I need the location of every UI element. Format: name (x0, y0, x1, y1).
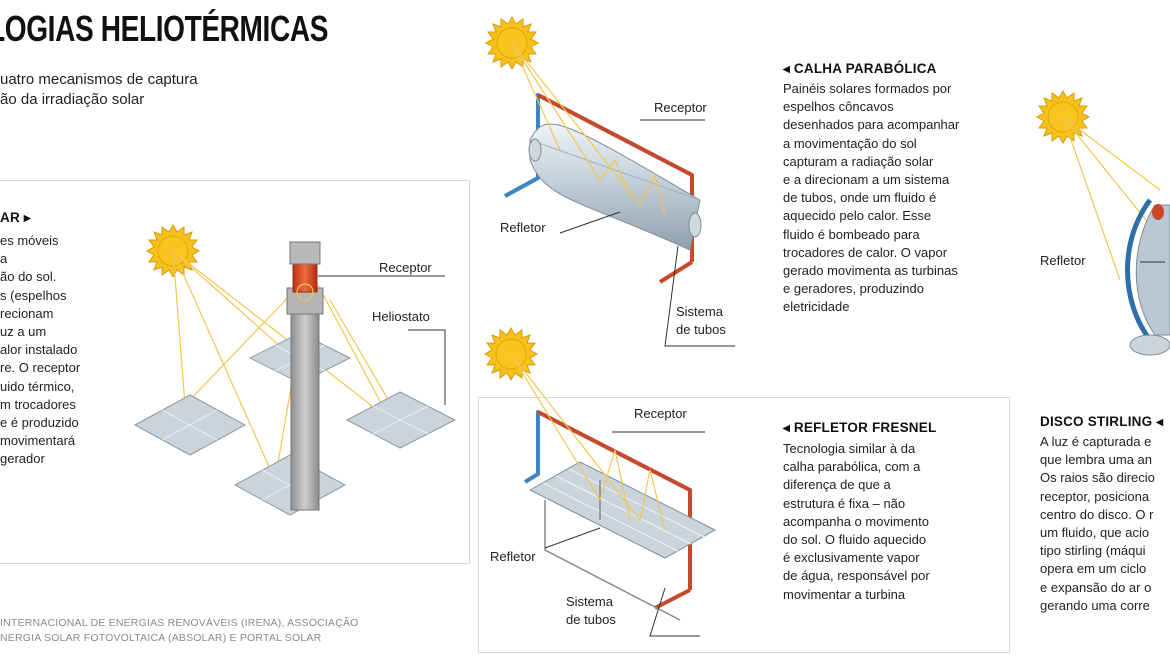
text-line: centro do disco. O r (1040, 506, 1154, 522)
text-line: acompanha o movimento (783, 513, 929, 529)
text-line: movimentar a turbina (783, 586, 906, 602)
text-line: gerador (0, 451, 45, 467)
fresnel-body: Tecnologia similar à da calha parabólica… (783, 440, 993, 604)
text-line: de água, responsável por (783, 568, 930, 584)
text-line: recionam (0, 305, 54, 321)
text-line: é exclusivamente vapor (783, 550, 920, 566)
text-line: a movimentação do sol (783, 135, 917, 151)
source-line: NERGIA SOLAR FOTOVOLTAICA (ABSOLAR) E PO… (0, 632, 322, 644)
text-line: opera em um ciclo (1040, 561, 1147, 577)
text-line: a (0, 251, 8, 267)
stirling-body: A luz é capturada e que lembra uma an Os… (1040, 433, 1170, 615)
text-line: A luz é capturada e (1040, 434, 1152, 449)
source-credit: INTERNACIONAL DE ENERGIAS RENOVÁVEIS (IR… (0, 616, 440, 646)
text-line: uido térmico, (0, 378, 75, 394)
text-line: Os raios são direcio (1040, 470, 1155, 486)
text-line: movimentará (0, 433, 76, 449)
tower-panel-box (0, 180, 470, 564)
subtitle-line: ão da irradiação solar (0, 91, 145, 108)
text-line: estrutura é fixa – não (783, 495, 906, 511)
text-line: espelhos côncavos (783, 99, 894, 115)
text-line: fluido é bombeado para (783, 226, 920, 242)
text-line: uz a um (0, 324, 47, 340)
text-line: Tecnologia similar à da (783, 441, 916, 456)
text-line: Painéis solares formados por (783, 81, 952, 96)
label-refletor: Refletor (1040, 253, 1086, 268)
text-line: gerando uma corre (1040, 597, 1150, 613)
label-sistema-de-tubos: Sistema de tubos (566, 593, 616, 629)
fresnel-diagram (510, 353, 717, 637)
text-line: e a direcionam a um sistema (783, 172, 950, 188)
text-line: re. O receptor (0, 360, 81, 376)
label-heliostato: Heliostato (372, 309, 430, 324)
label-line: de tubos (566, 612, 616, 627)
fresnel-panel-box (478, 397, 1010, 653)
solar-tower-diagram (133, 241, 457, 516)
text-line: tipo stirling (máqui (1040, 543, 1146, 559)
text-line: e é produzido (0, 415, 79, 431)
text-line: gerado movimenta as turbinas (783, 263, 958, 279)
text-line: capturam a radiação solar (783, 153, 934, 169)
label-refletor: Refletor (500, 220, 546, 235)
stirling-heading: DISCO STIRLING ◂ (1040, 414, 1164, 429)
text-line: m trocadores (0, 396, 76, 412)
parabolic-heading: ◂ CALHA PARABÓLICA (783, 61, 937, 76)
label-refletor: Refletor (490, 549, 536, 564)
text-line: s (espelhos (0, 287, 67, 303)
label-line: de tubos (676, 322, 726, 337)
text-line: um fluido, que acio (1040, 525, 1150, 541)
page-title: LOGIAS HELIOTÉRMICAS (0, 8, 329, 49)
parabolic-body: Painéis solares formados por espelhos cô… (783, 80, 1008, 317)
text-line: trocadores de calor. O vapor (783, 244, 948, 260)
text-line: es móveis (0, 233, 59, 248)
label-receptor: Receptor (379, 260, 432, 275)
text-line: ão do sol. (0, 269, 57, 285)
stirling-dish-diagram (1062, 116, 1170, 356)
text-line: diferença de que a (783, 477, 891, 493)
text-line: e geradores, produzindo (783, 281, 924, 297)
text-line: e expansão do ar o (1040, 579, 1152, 595)
text-line: desenhados para acompanhar (783, 117, 960, 133)
source-line: INTERNACIONAL DE ENERGIAS RENOVÁVEIS (IR… (0, 617, 359, 629)
text-line: receptor, posiciona (1040, 488, 1150, 504)
text-line: alor instalado (0, 342, 78, 358)
label-line: Sistema (566, 594, 613, 609)
text-line: aquecido pelo calor. Esse (783, 208, 932, 224)
text-line: de tubos, onde um fluido é (783, 190, 937, 206)
text-line: calha parabólica, com a (783, 459, 921, 475)
text-line: que lembra uma an (1040, 452, 1153, 468)
label-sistema-de-tubos: Sistema de tubos (676, 303, 726, 339)
tower-body: es móveis a ão do sol. s (espelhos recio… (0, 232, 110, 469)
label-receptor: Receptor (634, 406, 687, 421)
text-line: do sol. O fluido aquecido (783, 532, 927, 548)
label-receptor: Receptor (654, 100, 707, 115)
fresnel-heading: ◂ REFLETOR FRESNEL (783, 420, 937, 435)
text-line: eletricidade (783, 299, 850, 315)
subtitle-line: uatro mecanismos de captura (0, 71, 198, 88)
page-subtitle: uatro mecanismos de captura ão da irradi… (0, 70, 260, 110)
label-line: Sistema (676, 304, 723, 319)
tower-heading: AR ▸ (0, 210, 31, 225)
parabolic-trough-diagram (504, 42, 735, 347)
